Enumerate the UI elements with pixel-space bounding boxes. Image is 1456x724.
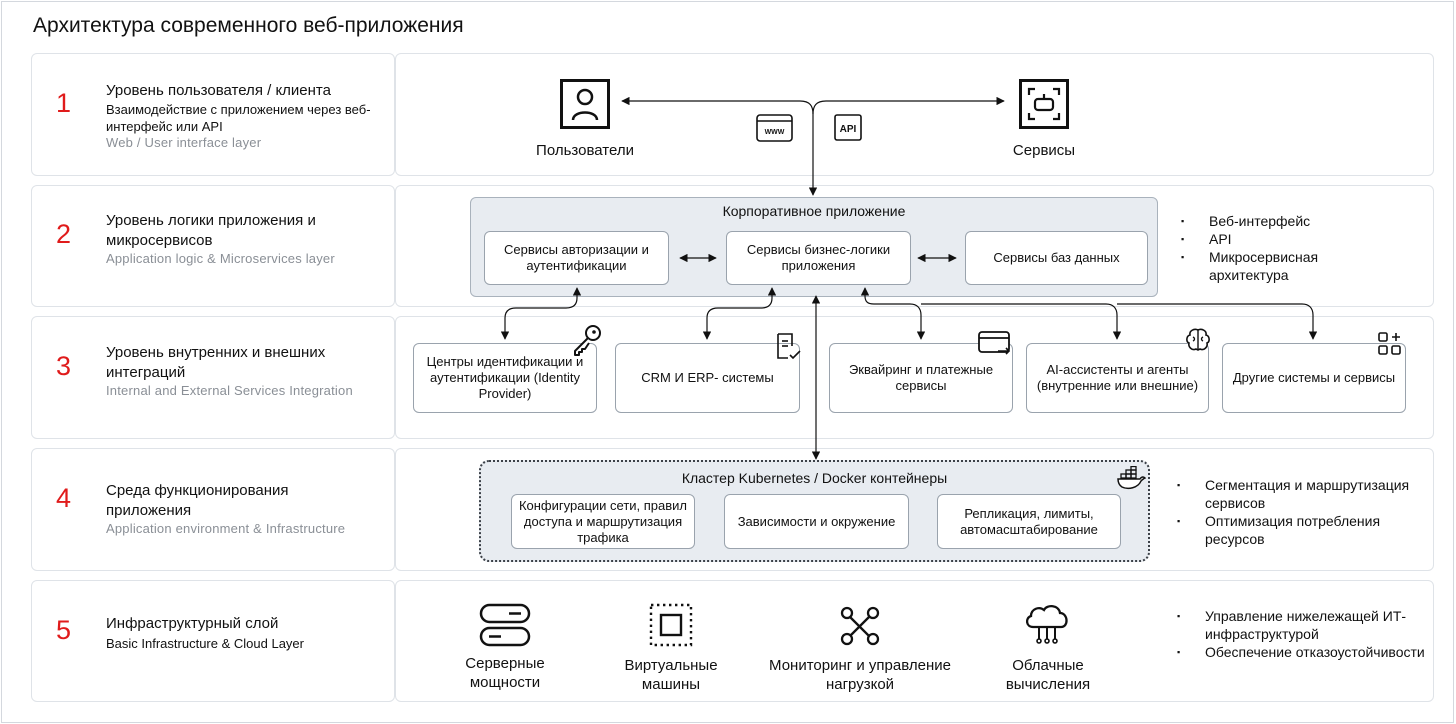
user-icon bbox=[560, 79, 610, 129]
monitoring-label: Мониторинг и управление нагрузкой bbox=[769, 657, 951, 693]
cloud-computing-icon bbox=[1025, 605, 1068, 644]
bullet-item: Управление нижележащей ИТ-инфраструктуро… bbox=[1177, 607, 1427, 643]
layer-number: 1 bbox=[56, 88, 72, 118]
other-systems-box: Другие системы и сервисы bbox=[1222, 343, 1406, 413]
panel-title: Корпоративное приложение bbox=[722, 203, 906, 219]
network-config-box: Конфигурации сети, правил доступа и марш… bbox=[511, 494, 695, 549]
replication-box: Репликация, лимиты, автомасштабирование bbox=[937, 494, 1121, 549]
bullet-item: Веб-интерфейс bbox=[1181, 212, 1381, 230]
bullet-item: Микросервисная архитектура bbox=[1181, 248, 1381, 284]
business-logic-box: Сервисы бизнес-логики приложения bbox=[726, 231, 911, 285]
brain-icon bbox=[1186, 328, 1210, 351]
svg-text:API: API bbox=[840, 124, 857, 135]
virtual-machine-icon bbox=[649, 603, 693, 647]
identity-provider-box: Центры идентификации и аутентификации (I… bbox=[413, 343, 597, 413]
layer-english: Application logic & Microservices layer bbox=[106, 251, 335, 266]
docker-icon bbox=[1117, 466, 1146, 490]
layer-number: 2 bbox=[56, 219, 72, 249]
crm-erp-box: CRM И ERP- системы bbox=[615, 343, 800, 413]
svg-text:WWW: WWW bbox=[765, 129, 785, 136]
layer-number: 5 bbox=[56, 615, 72, 645]
dependencies-box: Зависимости и окружение bbox=[724, 494, 909, 549]
layer-subtitle: Взаимодействие с приложением через веб-и… bbox=[106, 102, 371, 134]
panel-title: Кластер Kubernetes / Docker контейнеры bbox=[681, 470, 948, 486]
layer-2-bullets: Веб-интерфейс API Микросервисная архитек… bbox=[1181, 212, 1381, 284]
layer-title: Уровень пользователя / клиента bbox=[106, 82, 331, 99]
layer-title: Инфраструктурный слой bbox=[106, 615, 279, 632]
layer-english: Internal and External Services Integrati… bbox=[106, 383, 353, 398]
bullet-item: Оптимизация потребления ресурсов bbox=[1177, 512, 1427, 548]
layer-4-label-card: 4 Среда функционирования приложения Appl… bbox=[31, 448, 395, 571]
layer-number: 3 bbox=[56, 351, 72, 381]
layer-title: Среда функционирования приложения bbox=[106, 482, 289, 519]
layer-number: 4 bbox=[56, 483, 72, 513]
layer-5-bullets: Управление нижележащей ИТ-инфраструктуро… bbox=[1177, 607, 1427, 661]
layer-1: 1 Уровень пользователя / клиента Взаимод… bbox=[31, 53, 1434, 176]
acquiring-box: Эквайринг и платежные сервисы bbox=[829, 343, 1013, 413]
layer-english: Application environment & Infrastructure bbox=[106, 521, 346, 536]
server-icon bbox=[479, 603, 531, 647]
layer-title: Уровень внутренних и внешних интеграций bbox=[106, 344, 326, 381]
layer-3-label-card: 3 Уровень внутренних и внешних интеграци… bbox=[31, 316, 395, 439]
servers-label: Серверные мощности bbox=[465, 655, 545, 691]
bullet-item: Обеспечение отказоустойчивости bbox=[1177, 643, 1427, 661]
users-label: Пользователи bbox=[536, 142, 634, 159]
layer-title: Уровень логики приложения и микросервисо… bbox=[106, 212, 316, 249]
bullet-item: Сегментация и маршрутизация сервисов bbox=[1177, 476, 1427, 512]
virtual-machines-label: Виртуальные машины bbox=[624, 657, 718, 693]
layer-2-label-card: 2 Уровень логики приложения и микросерви… bbox=[31, 185, 395, 307]
document-check-icon bbox=[777, 333, 801, 360]
layer-1-label-card: 1 Уровень пользователя / клиента Взаимод… bbox=[31, 53, 395, 176]
layer-english: Web / User interface layer bbox=[106, 135, 262, 150]
layer-4-bullets: Сегментация и маршрутизация сервисов Опт… bbox=[1177, 476, 1427, 548]
layer-1-content-card bbox=[395, 53, 1434, 176]
api-icon: API bbox=[834, 114, 862, 141]
layer-english: Basic Infrastructure & Cloud Layer bbox=[106, 636, 304, 651]
payment-card-icon bbox=[978, 331, 1011, 355]
layer-5-label-card: 5 Инфраструктурный слой Basic Infrastruc… bbox=[31, 580, 395, 702]
apps-plus-icon bbox=[1378, 332, 1401, 355]
auth-services-box: Сервисы авторизации и аутентификации bbox=[484, 231, 669, 285]
bullet-item: API bbox=[1181, 230, 1381, 248]
key-icon bbox=[574, 325, 601, 356]
monitoring-icon bbox=[840, 606, 880, 646]
www-icon: WWW bbox=[756, 114, 793, 142]
page-title: Архитектура современного веб-приложения bbox=[33, 14, 464, 37]
ai-assistants-box: AI-ассистенты и агенты (внутренние или в… bbox=[1026, 343, 1209, 413]
cloud-label: Облачные вычисления bbox=[1005, 657, 1091, 693]
services-label: Сервисы bbox=[1012, 142, 1076, 159]
service-icon bbox=[1019, 79, 1069, 129]
database-services-box: Сервисы баз данных bbox=[965, 231, 1148, 285]
